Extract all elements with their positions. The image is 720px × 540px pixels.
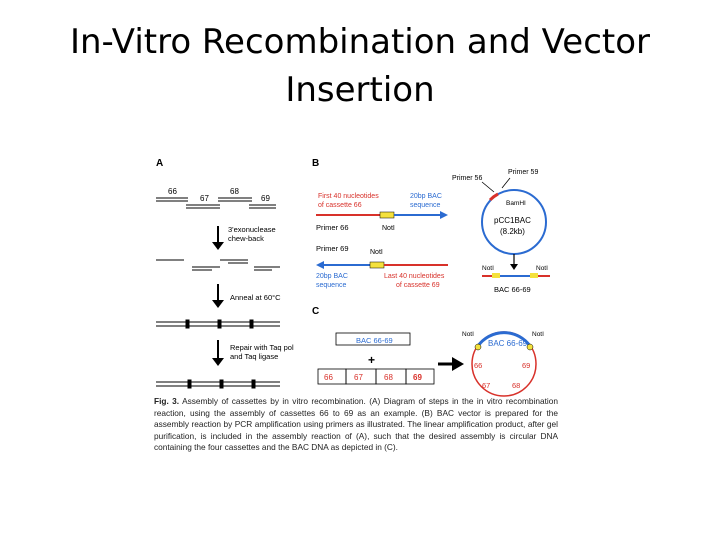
vector-size-label: (8.2kb) xyxy=(500,227,525,236)
first40-line1: First 40 nucleotides xyxy=(318,193,379,200)
bamhi-label: BamHI xyxy=(506,200,526,207)
bac20-bottom-line2: sequence xyxy=(316,282,346,289)
caption-text: Assembly of cassettes by in vitro recomb… xyxy=(154,396,558,453)
circle-segment-67: 67 xyxy=(482,381,490,390)
bac-box-label: BAC 66-69 xyxy=(356,336,393,345)
circle-noti-left: NotI xyxy=(462,331,474,338)
panel-c-label: C xyxy=(312,306,319,317)
bac20-bottom-line1: 20bp BAC xyxy=(316,273,348,280)
panel-a-label: A xyxy=(156,158,163,169)
figure-caption: Fig. 3. Assembly of cassettes by in vitr… xyxy=(154,396,558,454)
cassette-box-66-label: 66 xyxy=(324,373,333,382)
step-exonuclease-line1: 3'exonuclease xyxy=(228,225,276,234)
product-label: BAC 66-69 xyxy=(494,285,531,294)
noti-site-left-mark xyxy=(474,343,482,351)
last40-line1: Last 40 nucleotides xyxy=(384,273,445,280)
annealed-fragments xyxy=(156,319,280,329)
arrow-down-icon xyxy=(510,254,518,270)
slide-title-line1: In-Vitro Recombination and Vector xyxy=(69,22,651,62)
cassette-label-69: 69 xyxy=(261,194,270,203)
cassette-box-67-label: 67 xyxy=(354,373,363,382)
linear-product-bar xyxy=(482,273,550,278)
repaired-fragments xyxy=(156,379,280,389)
cassette-box-69 xyxy=(405,368,435,385)
vector-name-label: pCC1BAC xyxy=(494,216,531,225)
step-repair-line2: and Taq ligase xyxy=(230,352,278,361)
ds-fragments-row1 xyxy=(156,197,276,209)
last40-line2: of cassette 69 xyxy=(396,282,440,289)
cassette-label-67: 67 xyxy=(200,194,209,203)
cassette-box-68-label: 68 xyxy=(384,373,393,382)
noti-mid-label: NotI xyxy=(370,249,383,256)
panel-a: A 66 67 68 69 3'exonuclease chew-back xyxy=(156,158,294,389)
bamhi-site-mark xyxy=(488,192,499,202)
primer-66-label: Primer 66 xyxy=(316,223,349,232)
arrow-down-icon xyxy=(212,284,224,308)
bac20-top-line2: sequence xyxy=(410,202,440,209)
primer-56-label: Primer 56 xyxy=(452,175,482,182)
primer-59-label: Primer 59 xyxy=(508,169,538,176)
circle-top-label: BAC 66-69 xyxy=(488,339,528,348)
figure-diagram: A 66 67 68 69 3'exonuclease chew-back xyxy=(156,158,550,397)
step-anneal: Anneal at 60°C xyxy=(230,293,281,302)
noti-site-right-mark xyxy=(526,343,534,351)
cassette-boxes: 66 67 68 69 xyxy=(317,368,435,385)
bac20-top-line1: 20bp BAC xyxy=(410,193,442,200)
arrow-right-icon xyxy=(438,357,464,371)
noti-left-label: NotI xyxy=(482,265,494,272)
arrow-down-icon xyxy=(212,226,224,250)
circle-segment-69: 69 xyxy=(522,361,530,370)
cassette-label-68: 68 xyxy=(230,187,239,196)
circle-segment-68: 68 xyxy=(512,381,520,390)
slide-title: In-Vitro Recombination and Vector Insert… xyxy=(40,18,680,114)
figure-3: A 66 67 68 69 3'exonuclease chew-back xyxy=(148,150,560,460)
noti-right-label: NotI xyxy=(536,265,548,272)
primer-59-pointer xyxy=(501,177,511,189)
primer-69-label: Primer 69 xyxy=(316,244,349,253)
primer-69-bar xyxy=(316,261,448,269)
arrow-down-icon xyxy=(212,340,224,366)
chewed-fragments xyxy=(156,259,280,271)
slide-title-line2: Insertion xyxy=(285,70,435,110)
plus-sign: + xyxy=(368,353,375,367)
panel-b-label: B xyxy=(312,158,319,169)
step-repair-line1: Repair with Taq pol xyxy=(230,343,294,352)
panel-b: B First 40 nucleotides of cassette 66 20… xyxy=(312,158,550,294)
first40-line2: of cassette 66 xyxy=(318,202,362,209)
step-exonuclease-line2: chew-back xyxy=(228,234,264,243)
cassette-box-69-label: 69 xyxy=(413,373,422,382)
circle-segment-66: 66 xyxy=(474,361,482,370)
panel-c: C BAC 66-69 + 66 67 68 69 xyxy=(312,306,544,397)
primer-56-pointer xyxy=(481,181,495,193)
bac-linear-box xyxy=(335,332,411,346)
cassette-label-66: 66 xyxy=(168,187,177,196)
assembled-bac-arc xyxy=(476,331,532,347)
primer-66-bar xyxy=(316,211,448,219)
circle-noti-right: NotI xyxy=(532,331,544,338)
noti-top-label: NotI xyxy=(382,225,395,232)
caption-label: Fig. 3. xyxy=(154,396,180,406)
